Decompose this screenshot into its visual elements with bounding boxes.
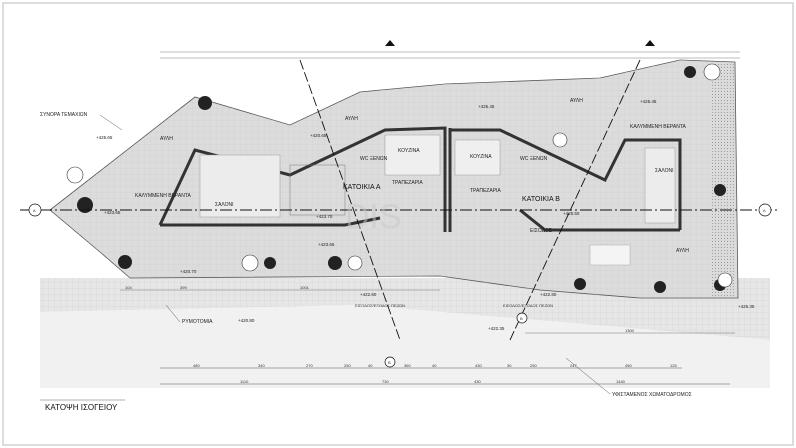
room-label-veranda-b: ΚΑΛΥΜΜΕΝΗ ΒΕΡΑΝΤΑ — [630, 124, 687, 130]
dimension-label: 104 — [125, 285, 132, 290]
planting-strip — [712, 62, 736, 298]
room-label-living-a: ΣΑΛΟΝΙ — [215, 202, 234, 208]
level-label: +420.80 — [238, 318, 255, 323]
house-a-stairs — [289, 164, 346, 216]
pedestrian-entrance-a-label: ΕΙΣΟΔΟΣ/ΕΞΟΔΟΣ ΠΕΖΩΝ — [355, 303, 405, 308]
level-label: +423.65 — [318, 242, 335, 247]
room-label-courtyard-a2: ΑΥΛΗ — [345, 116, 358, 122]
room-label-courtyard-a: ΑΥΛΗ — [160, 136, 173, 142]
level-label: +425.45 — [640, 99, 657, 104]
dimension-label: 1001 — [300, 285, 310, 290]
dimension-label: 1440 — [616, 379, 626, 384]
tree-icons — [77, 66, 726, 293]
level-label: +422.80 — [360, 292, 377, 297]
house-b-outdoor-table — [589, 244, 631, 266]
dimension-row-2: 1110 730 430 1440 — [160, 379, 730, 385]
dimension-label: 250 — [530, 363, 537, 368]
pedestrian-entrance-b-label: ΕΙΣΟΔΟΣ/ΕΞΟΔΟΣ ΠΕΖΩΝ — [503, 303, 553, 308]
house-a-kitchen — [384, 134, 441, 176]
room-label-veranda-a: ΚΑΛΥΜΜΕΝΗ ΒΕΡΑΝΤΑ — [135, 193, 192, 199]
level-label: +420.65 — [310, 133, 327, 138]
dimension-label: 40 — [432, 363, 437, 368]
house-a-living-room — [199, 154, 281, 218]
house-b-label: ΚΑΤΟΙΚΙΑ Β — [522, 196, 560, 203]
plot-boundary-label: ΣΥΝΟΡΑ ΤΕΜΑΧΙΩΝ — [40, 112, 88, 118]
existing-road-label: ΥΦΙΣΤΑΜΕΝΟΣ ΧΩΜΑΤΟΔΡΟΜΟΣ — [612, 392, 692, 398]
house-a-label: ΚΑΤΟΙΚΙΑ Α — [343, 184, 381, 191]
dimension-label: 340 — [258, 363, 265, 368]
room-label-entrance-b: ΕΙΣΟΔΟΣ — [530, 228, 552, 234]
level-label: +425.50 — [563, 211, 580, 216]
dimension-label: 1110 — [240, 379, 249, 384]
section-marker-b-top — [385, 40, 655, 46]
dimension-label: 450 — [625, 363, 632, 368]
dimension-row-1: 480 340 270 250 40 360 40 430 30 250 247… — [160, 363, 682, 369]
level-label: +425.45 — [478, 104, 495, 109]
room-label-wc-a: WC ΞΕΝΩΝ — [360, 156, 388, 162]
dimension-label: 40 — [368, 363, 373, 368]
watermark: DIS — [345, 198, 402, 236]
street-line-label: ΡΥΜΟΤΟΜΙΑ — [182, 319, 213, 325]
level-label: +423.65 — [104, 210, 121, 215]
house-a-walls — [158, 126, 447, 232]
shrub-circles — [66, 63, 733, 288]
room-label-courtyard-b2: ΑΥΛΗ — [570, 98, 583, 104]
section-marker-b-bottom-2: B — [516, 312, 528, 324]
section-mark-label: B — [520, 316, 523, 321]
level-label: +422.35 — [488, 326, 505, 331]
dimension-label: 247 — [570, 363, 577, 368]
level-label: +425.35 — [738, 304, 755, 309]
level-label: +422.80 — [540, 292, 557, 297]
dimension-label: 125 — [670, 363, 677, 368]
section-mark-label: A — [763, 208, 766, 213]
dimension-label: 430 — [475, 363, 482, 368]
house-b-kitchen — [454, 139, 501, 176]
room-label-courtyard-b: ΑΥΛΗ — [676, 248, 689, 254]
level-label: +423.70 — [316, 214, 333, 219]
level-label: +425.65 — [96, 135, 113, 140]
existing-road-area — [40, 305, 770, 388]
dimension-label: 270 — [306, 363, 313, 368]
section-mark-label: A — [33, 208, 36, 213]
dimension-label: 399 — [180, 285, 187, 290]
house-b-walls — [448, 128, 682, 232]
section-line-b-house-a — [299, 59, 401, 341]
dimension-label: 730 — [382, 379, 389, 384]
room-label-dining-a: ΤΡΑΠΕΖΑΡΙΑ — [392, 180, 423, 186]
section-mark-label: B — [388, 360, 391, 365]
section-marker-b-bottom: B — [384, 356, 396, 368]
dimension-label: 30 — [507, 363, 512, 368]
dimension-label: 250 — [344, 363, 351, 368]
house-b-living-room — [644, 147, 676, 224]
level-label: +420.70 — [180, 269, 197, 274]
section-marker-a-right: A — [758, 203, 772, 217]
dimension-label: 1300 — [625, 328, 635, 333]
room-label-kitchen-a: ΚΟΥΖΙΝΑ — [398, 148, 420, 154]
level-markers: +423.65 +425.65 +423.70 +423.65 +420.70 … — [96, 99, 755, 331]
street-dimensions: 104 399 1001 1300 — [120, 285, 735, 334]
drawing-title: ΚΑΤΟΨΗ ΙΣΟΓΕΙΟΥ — [45, 403, 118, 412]
room-label-wc-b: WC ΞΕΝΩΝ — [520, 156, 548, 162]
section-marker-a-left: A — [28, 203, 42, 217]
room-label-kitchen-b: ΚΟΥΖΙΝΑ — [470, 154, 492, 160]
dimension-label: 430 — [474, 379, 481, 384]
dimension-label: 360 — [404, 363, 411, 368]
room-label-living-b: ΣΑΛΟΝΙ — [655, 168, 674, 174]
room-label-dining-b: ΤΡΑΠΕΖΑΡΙΑ — [470, 188, 501, 194]
dimension-label: 480 — [193, 363, 200, 368]
